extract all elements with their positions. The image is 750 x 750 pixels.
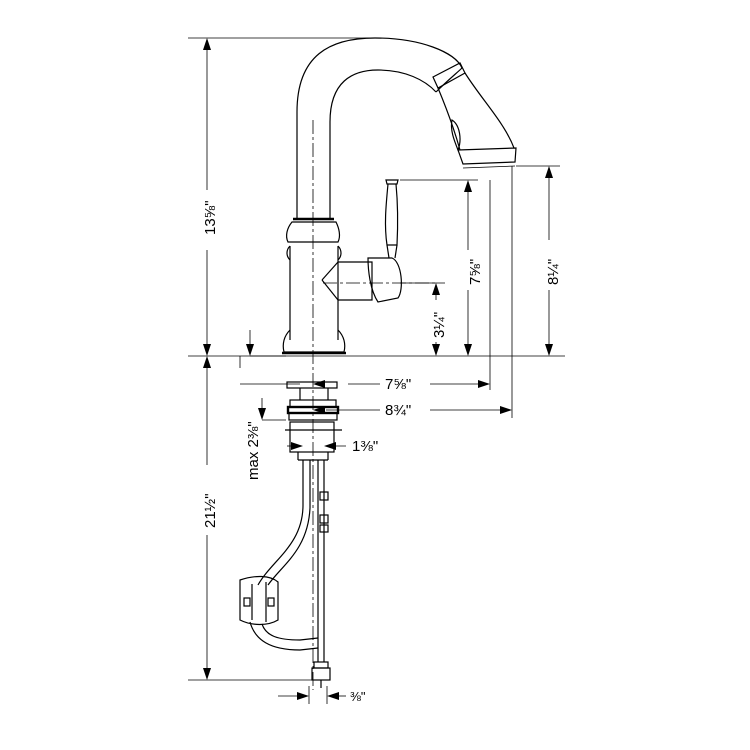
label-overall-height: 13⅝" [202, 200, 219, 235]
dim-handle-height [432, 283, 440, 356]
label-hose-length: 21½" [202, 493, 219, 528]
dim-hose-conn [278, 686, 346, 704]
spray-head [432, 62, 517, 169]
dim-max-deck [239, 355, 286, 421]
label-outlet-height: 8¼" [545, 259, 562, 285]
dim-shank [287, 442, 346, 450]
handle [321, 179, 402, 303]
dim-hose-length [203, 356, 211, 680]
extension-lines [188, 37, 565, 681]
dim-reach-top [240, 380, 490, 388]
hoses [239, 460, 331, 688]
dim-spout-height [464, 180, 472, 356]
label-shank: 1⅜" [352, 438, 378, 455]
dim-deck-arrow [246, 330, 254, 356]
label-max-deck: max 2⅜" [245, 421, 262, 480]
dim-outlet-height [545, 166, 553, 356]
label-handle-height: 3¼" [431, 312, 448, 338]
label-hose-conn: ⅜" [350, 689, 366, 704]
label-reach-bottom: 8¾" [385, 402, 411, 419]
label-reach-top: 7⅝" [385, 376, 411, 393]
label-spout-height: 7⅝" [467, 259, 484, 285]
dim-reach-bottom [313, 406, 512, 414]
faucet-body [282, 217, 346, 355]
spout [296, 37, 463, 218]
dim-overall-height [203, 38, 211, 356]
